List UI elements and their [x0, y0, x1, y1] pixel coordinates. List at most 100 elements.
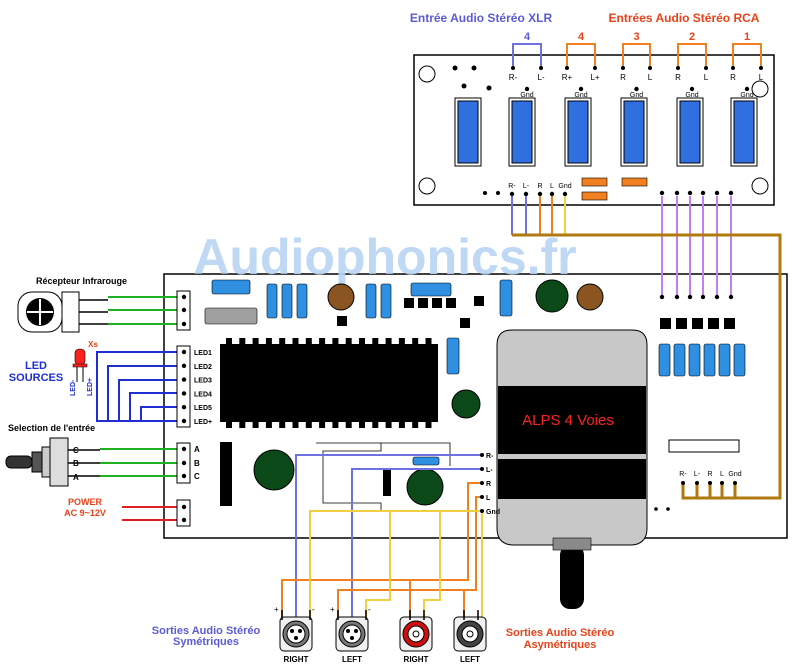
- power-spec: AC 9~12V: [64, 508, 106, 518]
- connector-label: RIGHT: [284, 655, 309, 664]
- svg-text:L-: L-: [694, 471, 701, 478]
- input-gnd-label: Gnd: [630, 92, 643, 99]
- output-pin-label: R: [486, 481, 491, 488]
- power-label: POWER: [68, 497, 103, 507]
- input-gnd-label: Gnd: [740, 92, 753, 99]
- led-pin-label: LED3: [194, 378, 212, 385]
- sym-out-label-1: Sorties Audio Stéréo: [152, 625, 261, 637]
- watermark: Audiophonics.fr: [193, 229, 576, 285]
- alps-label: ALPS 4 Voies: [522, 412, 614, 429]
- input-connector-1: 4R- L- Gnd: [509, 31, 545, 99]
- rotary-switch-icon: C B A: [5, 437, 100, 487]
- output-pin-label: Gnd: [486, 509, 500, 516]
- output-wires: [281, 454, 483, 617]
- connector-label: LEFT: [460, 655, 480, 664]
- svg-text:A: A: [194, 445, 200, 454]
- svg-text:R-: R-: [679, 471, 687, 478]
- title-rca: Entrées Audio Stéréo RCA: [609, 11, 760, 25]
- ir-receiver-icon: [17, 291, 108, 333]
- input-connector-2: 4R+L+Gnd: [562, 31, 600, 99]
- rca-connector-4: LEFT: [453, 610, 487, 664]
- power-wires: [122, 506, 184, 521]
- input-number: 3: [633, 31, 639, 43]
- input-pin-label: L: [648, 73, 653, 82]
- main-board-components: [204, 279, 746, 511]
- svg-text:L: L: [550, 183, 554, 190]
- led-sources-label-2: SOURCES: [9, 372, 63, 384]
- input-pin-label: R: [620, 73, 626, 82]
- asym-out-label-1: Sorties Audio Stéréo: [506, 627, 615, 639]
- input-select-label: Selection de l'entrée: [8, 423, 95, 433]
- mount-hole: [418, 65, 436, 83]
- svg-text:R: R: [707, 471, 712, 478]
- input-pin-label: R-: [509, 73, 518, 82]
- sym-out-label-2: Symétriques: [173, 636, 239, 648]
- mount-hole: [751, 177, 769, 195]
- input-pin-label: L: [704, 73, 709, 82]
- relays: [454, 97, 758, 167]
- board-right-header: R- L- R L Gnd: [679, 471, 742, 485]
- input-pin-label: L: [759, 73, 764, 82]
- input-pin-label: R: [675, 73, 681, 82]
- input-board-pins: R- L- R L Gnd: [483, 177, 734, 201]
- connector-label: RIGHT: [404, 655, 429, 664]
- mount-hole: [418, 177, 436, 195]
- svg-text:+: +: [330, 605, 335, 614]
- input-number: 1: [744, 31, 750, 43]
- svg-text:B: B: [194, 459, 200, 468]
- input-wires: [511, 196, 782, 500]
- input-pin-label: R: [730, 73, 736, 82]
- input-pin-label: R+: [562, 73, 573, 82]
- xs-label: Xs: [88, 340, 98, 349]
- led-pin-label: LED4: [194, 391, 212, 398]
- output-pin-label: L: [486, 495, 491, 502]
- led-sources-label-1: LED: [25, 360, 47, 372]
- svg-text:R: R: [537, 183, 542, 190]
- rca-connector-3: RIGHT: [399, 610, 433, 664]
- selector-wires: [100, 448, 184, 477]
- input-number: 2: [689, 31, 695, 43]
- power-header: [176, 499, 191, 527]
- led-pin-label: LED5: [194, 405, 212, 412]
- title-xlr: Entrée Audio Stéréo XLR: [410, 11, 553, 25]
- led-pin-label: LED2: [194, 364, 212, 371]
- led-minus-label: LED-: [70, 379, 77, 396]
- input-number: 4: [524, 31, 531, 43]
- asym-out-label-2: Asymétriques: [524, 639, 597, 651]
- led-plus-label: LED+: [87, 378, 94, 396]
- input-pin-label: L-: [537, 73, 544, 82]
- xlr-connector-1: + - RIGHT: [274, 605, 315, 664]
- input-gnd-label: Gnd: [520, 92, 533, 99]
- svg-text:C: C: [194, 472, 200, 481]
- svg-text:A: A: [73, 473, 79, 482]
- input-gnd-label: Gnd: [574, 92, 587, 99]
- purple-header-pins: [659, 294, 734, 300]
- led-header: [176, 345, 191, 428]
- led-pin-label: LED1: [194, 350, 212, 357]
- svg-text:L: L: [720, 471, 724, 478]
- output-connectors: + - RIGHT + - LEFT RIGHT LEFT: [274, 605, 487, 664]
- svg-text:B: B: [73, 459, 79, 468]
- svg-text:+: +: [274, 605, 279, 614]
- svg-text:-: -: [312, 605, 315, 614]
- mount-hole: [751, 80, 769, 98]
- svg-text:C: C: [73, 446, 79, 455]
- connector-label: LEFT: [342, 655, 362, 664]
- input-number: 4: [578, 31, 585, 43]
- svg-text:Gnd: Gnd: [728, 471, 741, 478]
- board-traces: [316, 442, 451, 512]
- output-pin-label: L-: [486, 467, 493, 474]
- svg-text:L-: L-: [523, 183, 530, 190]
- led-icon: [72, 348, 88, 382]
- xlr-connector-2: + - LEFT: [330, 605, 371, 664]
- input-gnd-label: Gnd: [685, 92, 698, 99]
- ir-wires: [108, 296, 184, 325]
- ir-receiver-label: Récepteur Infrarouge: [36, 276, 127, 286]
- svg-text:-: -: [368, 605, 371, 614]
- input-connector-4: 2R L Gnd: [675, 31, 709, 99]
